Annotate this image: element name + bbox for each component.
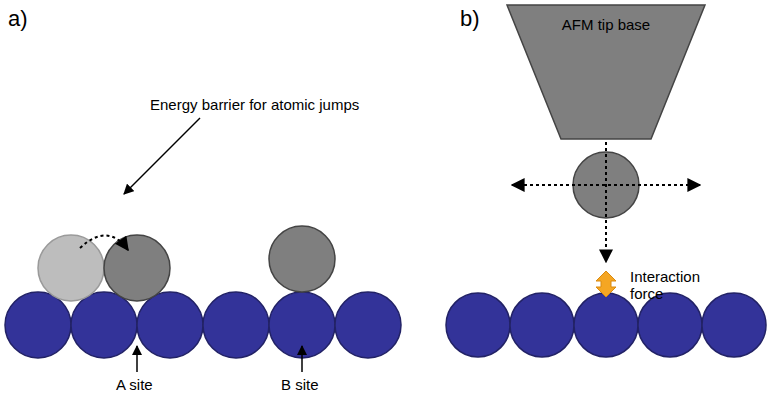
adatom-before-jump: [38, 235, 104, 301]
label: A site: [116, 376, 153, 393]
substrate-atoms-b: [446, 293, 766, 357]
leader-arrow: [124, 118, 200, 194]
b-site-arrow: [301, 346, 303, 372]
adatom-b-site: [269, 226, 335, 292]
afm-tip-base: AFM tip base: [506, 4, 706, 140]
substrate-atoms-a: [5, 292, 401, 358]
jump-arrow: [80, 235, 128, 250]
a-site-arrow: [136, 346, 138, 372]
label: b): [460, 6, 480, 31]
motion-arrow-vertical: [605, 124, 607, 262]
label: a): [8, 6, 28, 31]
node-text: AFM tip base: [506, 4, 706, 33]
tip-base-shape: [507, 5, 705, 139]
force-arrow: [596, 271, 616, 297]
label: Energy barrier for atomic jumps: [150, 96, 359, 113]
label: Interaction force: [630, 268, 710, 303]
adatom-a-site: [104, 235, 170, 301]
label: B site: [281, 376, 319, 393]
